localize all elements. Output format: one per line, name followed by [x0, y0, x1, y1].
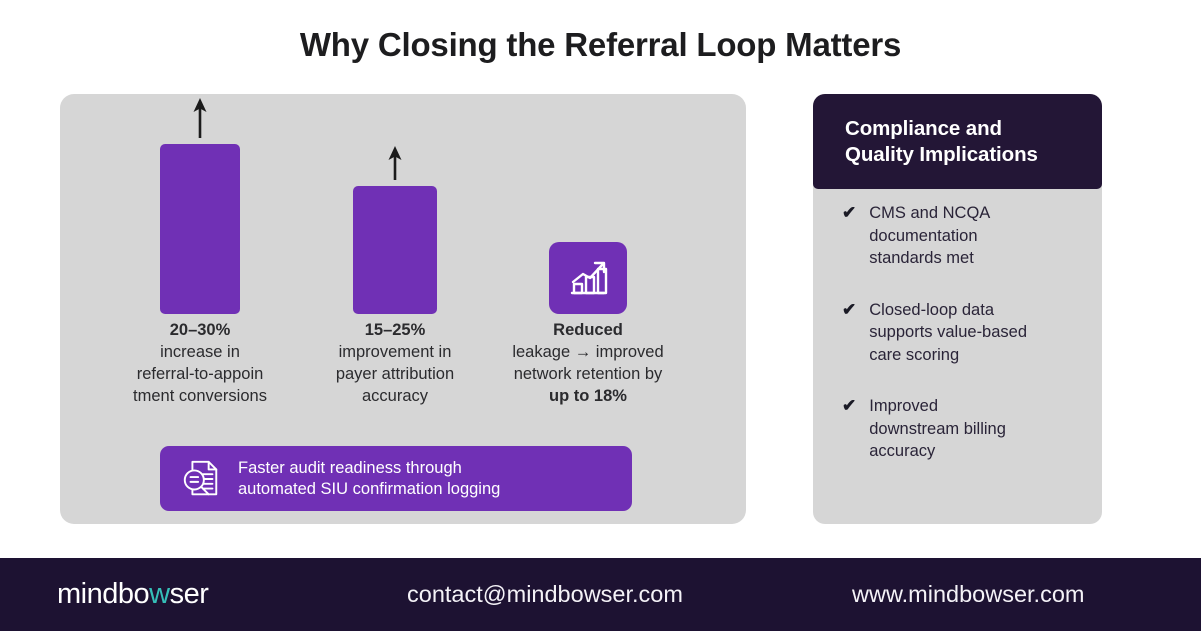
metric-body-line-3b: network retention by: [513, 365, 663, 383]
compliance-panel: Compliance and Quality Implications ✔ CM…: [813, 94, 1102, 524]
checklist-text-3: Improved downstream billing accuracy: [869, 395, 1006, 463]
metric-caption-3: Reduced leakage → improved network reten…: [486, 319, 690, 407]
contact-email[interactable]: contact@mindbowser.com: [407, 581, 683, 607]
metric-body-line-2a: improvement in: [338, 343, 452, 361]
metric-body-line-3a: leakage → improved: [512, 343, 664, 361]
document-magnifier-icon: [178, 456, 224, 502]
bar-column-2: [295, 94, 495, 314]
audit-readiness-text: Faster audit readiness through automated…: [238, 458, 500, 500]
checklist-2-line-2: supports value-based: [869, 323, 1028, 341]
up-arrow-icon: [384, 146, 406, 180]
checklist-1-line-3: standards met: [869, 249, 974, 267]
logo-accent-w: w: [149, 578, 170, 610]
metric-payer-attribution: 15–25% improvement in payer attribution …: [295, 94, 495, 424]
callout-line-2: automated SIU confirmation logging: [238, 479, 501, 498]
mindbowser-logo: mindbowser: [57, 578, 209, 611]
checklist-2-line-3: care scoring: [869, 345, 960, 364]
list-item: ✔ Closed-loop data supports value-based …: [842, 299, 1082, 367]
check-mark-icon: ✔: [842, 299, 857, 319]
check-mark-icon: ✔: [842, 203, 857, 222]
audit-readiness-callout: Faster audit readiness through automated…: [160, 446, 632, 511]
list-item: ✔ CMS and NCQA documentation standards m…: [842, 202, 1082, 270]
checklist-1-line-2: documentation: [869, 226, 978, 245]
logo-suffix: ser: [169, 578, 209, 610]
website-url[interactable]: www.mindbowser.com: [852, 581, 1085, 607]
checklist-3-line-2: downstream billing: [869, 419, 1006, 438]
bar-1: [160, 144, 240, 314]
left-metrics-panel: 20–30% increase in referral-to-appoin tm…: [60, 94, 746, 524]
callout-line-1: Faster audit readiness through: [238, 458, 462, 477]
metric-body-line-1b: referral-to-appoin: [136, 365, 264, 383]
footer-bar: mindbowser contact@mindbowser.com www.mi…: [0, 558, 1201, 631]
compliance-panel-title: Compliance and Quality Implications: [845, 116, 1076, 168]
bar-chart-growth-icon: [549, 242, 627, 314]
checklist-3-line-1: Improved: [869, 397, 939, 415]
checklist-text-2: Closed-loop data supports value-based ca…: [869, 299, 1027, 367]
checklist-3-line-3: accuracy: [869, 442, 936, 460]
compliance-title-line-2: Quality Implications: [845, 143, 1038, 166]
metric-value-3: Reduced: [553, 321, 623, 339]
metric-body-line-2c: accuracy: [361, 387, 429, 405]
checklist-1-line-1: CMS and NCQA: [869, 204, 991, 222]
up-arrow-icon: [189, 98, 211, 138]
compliance-title-line-1: Compliance and: [845, 117, 1002, 140]
metric-caption-1: 20–30% increase in referral-to-appoin tm…: [98, 319, 302, 407]
compliance-checklist: ✔ CMS and NCQA documentation standards m…: [813, 202, 1102, 492]
check-mark-icon: ✔: [842, 396, 857, 415]
logo-prefix: mindbo: [57, 578, 150, 610]
page-title: Why Closing the Referral Loop Matters: [299, 26, 902, 63]
list-item: ✔ Improved downstream billing accuracy: [842, 395, 1082, 463]
metric-body-line-1a: increase in: [160, 343, 240, 361]
bar-2: [353, 186, 437, 314]
checklist-text-1: CMS and NCQA documentation standards met: [869, 202, 990, 270]
metric-value-3b: up to 18%: [549, 387, 627, 405]
metric-network-retention: Reduced leakage → improved network reten…: [488, 94, 688, 424]
icon-column-3: [488, 94, 688, 314]
metric-value-2: 15–25%: [364, 321, 426, 339]
metric-caption-2: 15–25% improvement in payer attribution …: [293, 319, 497, 407]
metric-value-1: 20–30%: [169, 321, 231, 339]
compliance-panel-header: Compliance and Quality Implications: [813, 94, 1102, 189]
bar-column-1: [100, 94, 300, 314]
metric-body-line-2b: payer attribution: [335, 365, 455, 383]
bar-chart: 20–30% increase in referral-to-appoin tm…: [60, 94, 746, 424]
metric-referral-conversions: 20–30% increase in referral-to-appoin tm…: [100, 94, 300, 424]
metric-body-line-1c: tment conversions: [133, 387, 267, 405]
checklist-2-line-1: Closed-loop data: [869, 300, 994, 319]
